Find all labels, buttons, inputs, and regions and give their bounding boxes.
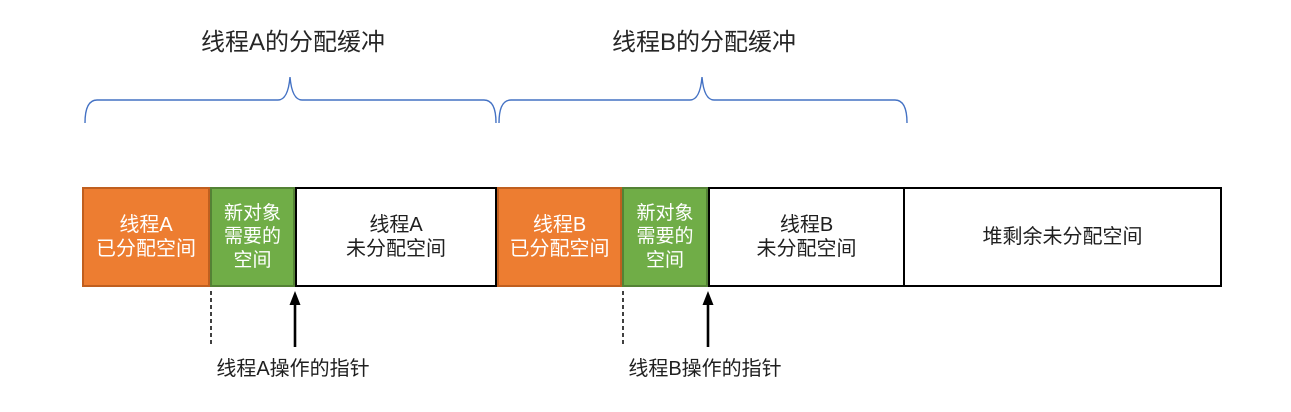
segment-thread-b-allocated: 线程B 已分配空间 bbox=[497, 187, 622, 287]
segment-label: 线程B 已分配空间 bbox=[509, 213, 610, 260]
segment-new-object-space-b: 新对象 需要的 空间 bbox=[622, 187, 708, 287]
segment-label: 线程A 未分配空间 bbox=[346, 213, 446, 260]
thread-a-pointer-label: 线程A操作的指针 bbox=[216, 358, 370, 380]
segment-label: 线程A 已分配空间 bbox=[96, 213, 196, 260]
up-arrow-a-icon bbox=[289, 291, 301, 347]
segment-label: 堆剩余未分配空间 bbox=[982, 225, 1143, 248]
buffer-a-title: 线程A的分配缓冲 bbox=[200, 29, 386, 56]
segment-new-object-space-a: 新对象 需要的 空间 bbox=[210, 187, 295, 287]
brace-b bbox=[498, 76, 908, 124]
brace-a bbox=[84, 76, 497, 124]
segment-label: 新对象 需要的 空间 bbox=[223, 203, 281, 271]
segment-thread-a-allocated: 线程A 已分配空间 bbox=[82, 187, 210, 287]
segment-label: 新对象 需要的 空间 bbox=[636, 203, 694, 271]
segment-heap-remaining: 堆剩余未分配空间 bbox=[905, 187, 1222, 287]
buffer-b-title: 线程B的分配缓冲 bbox=[611, 29, 797, 56]
thread-b-pointer-label: 线程B操作的指针 bbox=[628, 358, 782, 380]
segment-thread-b-unallocated: 线程B 未分配空间 bbox=[708, 187, 905, 287]
segment-label: 线程B 未分配空间 bbox=[756, 213, 857, 260]
segment-thread-a-unallocated: 线程A 未分配空间 bbox=[295, 187, 497, 287]
up-arrow-b-icon bbox=[702, 291, 714, 347]
